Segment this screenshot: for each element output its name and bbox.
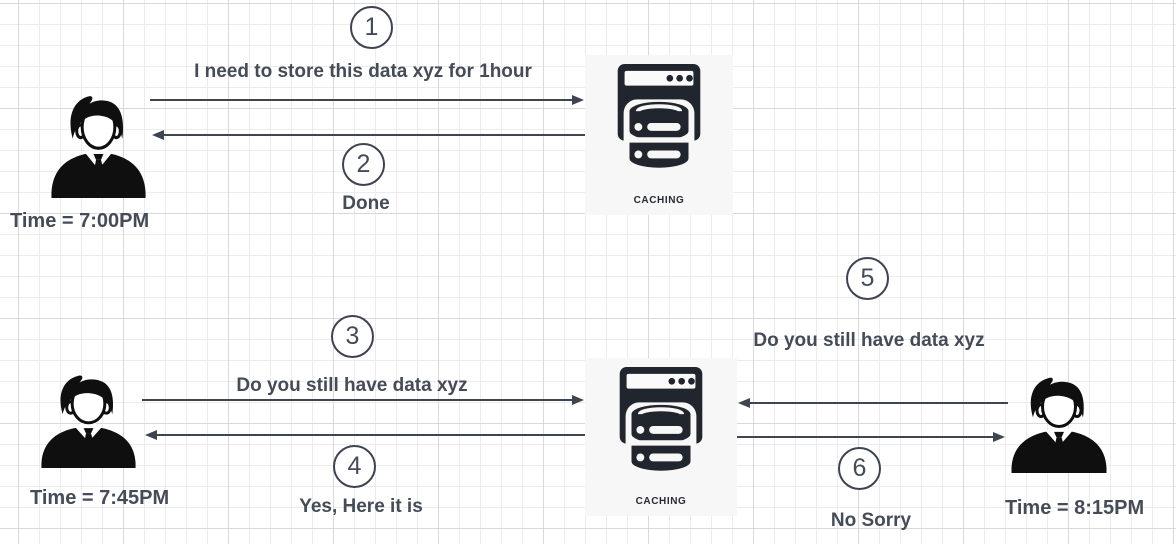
arrow-store-request <box>150 95 584 105</box>
step1-circle: 1 <box>350 6 393 49</box>
step1-message: I need to store this data xyz for 1hour <box>194 61 532 82</box>
step2-message: Done <box>342 193 390 214</box>
step4-circle: 4 <box>333 445 376 488</box>
step3-message: Do you still have data xyz <box>236 375 468 396</box>
arrow-query-left-request <box>142 395 584 405</box>
cache1-caption: CACHING <box>633 195 685 206</box>
caching-server-icon: CACHING <box>585 55 733 215</box>
step2-circle: 2 <box>342 143 385 186</box>
step6-message: No Sorry <box>830 510 912 531</box>
step5-circle: 5 <box>846 257 889 300</box>
step5-message: Do you still have data xyz <box>753 330 985 351</box>
actor1-time-label: Time = 7:00PM <box>10 210 150 232</box>
step3-circle: 3 <box>331 315 374 358</box>
cache2-caption: CACHING <box>635 496 687 507</box>
caching-server-icon: CACHING <box>585 358 737 516</box>
businessman-user-icon <box>35 370 142 468</box>
arrow-query-left-response <box>145 430 585 440</box>
arrow-store-response <box>152 130 585 140</box>
actor2-time-label: Time = 7:45PM <box>30 487 170 509</box>
step4-message: Yes, Here it is <box>299 496 423 517</box>
businessman-user-icon <box>1005 372 1113 473</box>
actor3-time-label: Time = 8:15PM <box>1005 497 1145 519</box>
arrow-query-right-request <box>738 398 1008 408</box>
step6-circle: 6 <box>838 447 881 490</box>
businessman-user-icon <box>45 90 152 198</box>
arrow-query-right-response <box>737 432 1005 442</box>
